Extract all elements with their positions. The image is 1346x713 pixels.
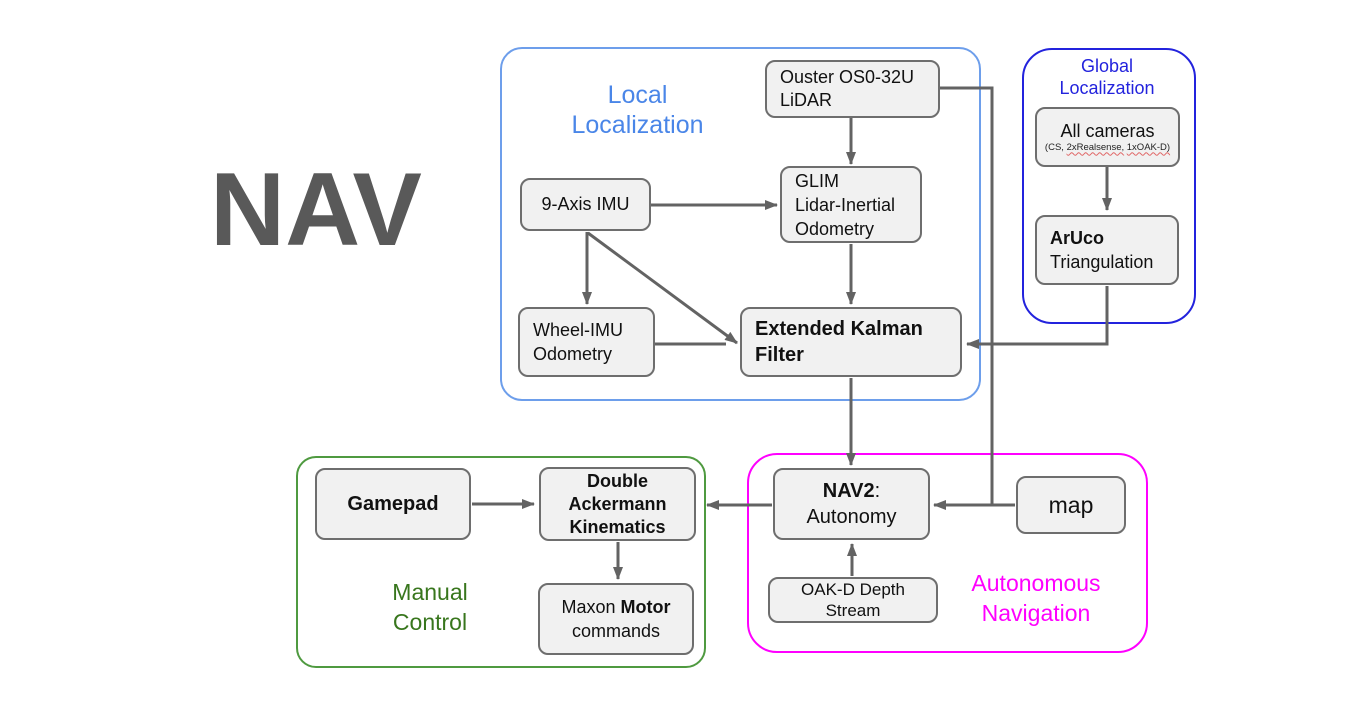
node-glim-odometry: GLIM Lidar-Inertial Odometry — [780, 166, 922, 243]
node-double-ackermann-kinematics: Double Ackermann Kinematics — [539, 467, 696, 541]
manual-control-group — [296, 456, 706, 668]
node-wheel-imu-odometry: Wheel-IMU Odometry — [518, 307, 655, 377]
node-oak-d-depth-stream: OAK-D Depth Stream — [768, 577, 938, 623]
node-9-axis-imu: 9-Axis IMU — [520, 178, 651, 231]
page-title: NAV — [210, 152, 422, 268]
node-aruco-triangulation: ArUco Triangulation — [1035, 215, 1179, 285]
all-cameras-subtitle: (CS, 2xRealsense, 1xOAK-D) — [1044, 141, 1171, 153]
manual-control-label: Manual Control — [392, 579, 468, 635]
node-nav2-autonomy: NAV2: Autonomy — [773, 468, 930, 540]
global-localization-label: Global Localization — [1059, 56, 1155, 98]
node-all-cameras: All cameras (CS, 2xRealsense, 1xOAK-D) — [1035, 107, 1180, 167]
node-ouster-lidar: Ouster OS0-32U LiDAR — [765, 60, 940, 118]
node-extended-kalman-filter: Extended Kalman Filter — [740, 307, 962, 377]
autonomous-navigation-label: Autonomous Navigation — [971, 570, 1101, 626]
node-gamepad: Gamepad — [315, 468, 471, 540]
local-localization-label: Local Localization — [571, 81, 704, 139]
node-map: map — [1016, 476, 1126, 534]
node-maxon-motor-commands: Maxon Motor commands — [538, 583, 694, 655]
global-localization-group — [1022, 48, 1196, 324]
